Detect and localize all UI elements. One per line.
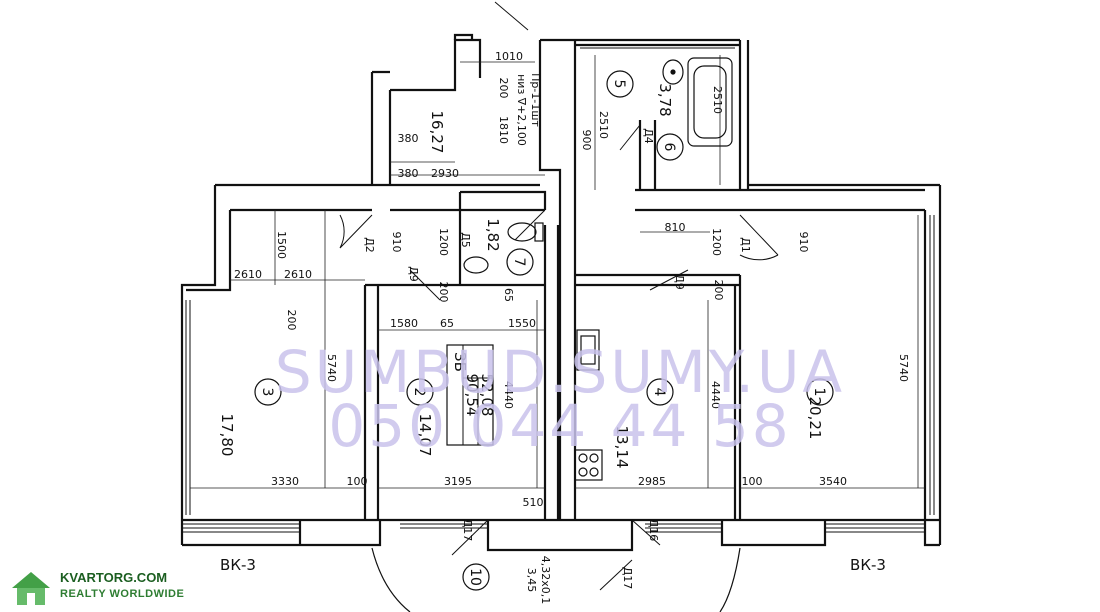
room-area-2: 14,07 <box>416 414 434 457</box>
summary-label: ЗБ <box>451 352 469 372</box>
logo-name: KVARTORG.COM <box>60 570 168 585</box>
balcony-height-line-2: 3,45 <box>525 568 538 593</box>
dim-100a: 100 <box>347 475 368 488</box>
dim-1550: 1550 <box>508 317 536 330</box>
sink-icon <box>662 59 684 85</box>
note-line-2: низ ∇+2,100 <box>515 74 528 146</box>
door-label-d17-bottom: Д17 <box>621 567 634 590</box>
dim-200d: 200 <box>712 280 725 301</box>
dim-200e: 200 <box>437 282 450 303</box>
dimension-lines <box>190 55 925 489</box>
dim-4440b: 4440 <box>709 381 722 409</box>
summary-living-area: 52,08 <box>478 374 496 417</box>
logo-tagline: REALTY WORLDWIDE <box>60 588 185 600</box>
dim-200c: 200 <box>285 310 298 331</box>
dim-65b: 65 <box>502 288 515 302</box>
room-number-10: 10 <box>467 568 483 586</box>
dim-1500: 1500 <box>275 231 288 259</box>
toilet-icon <box>463 222 544 274</box>
door-label-d5: Д5 <box>459 232 472 248</box>
dim-810: 810 <box>665 221 686 234</box>
dim-2930: 2930 <box>431 167 459 180</box>
room-number-6: 6 <box>661 143 677 152</box>
door-label-d2: Д2 <box>363 237 376 253</box>
dim-3540: 3540 <box>819 475 847 488</box>
area-summary-box: ЗБ 52,08 90,54 <box>446 344 496 446</box>
dim-2610: 2610 <box>284 268 312 281</box>
kitchen-sink-icon <box>576 329 600 371</box>
room-number-4: 4 <box>651 388 667 397</box>
dim-380a: 380 <box>398 132 419 145</box>
balcony-height-line-1: 4,32x0,1 <box>539 556 552 605</box>
room-area-1: 20,21 <box>806 397 824 440</box>
dim-2510a: 2510 <box>597 111 610 139</box>
room-area-7: 1,82 <box>484 218 502 251</box>
dim-4440a: 4440 <box>502 381 515 409</box>
dim-3330: 3330 <box>271 475 299 488</box>
dim-1580: 1580 <box>390 317 418 330</box>
dim-100b: 100 <box>742 475 763 488</box>
door-label-d9-left: Д9 <box>407 266 420 282</box>
balcony-label-right: ВК-3 <box>850 556 886 574</box>
dim-1810: 1810 <box>497 116 510 144</box>
dim-910a: 910 <box>390 232 403 253</box>
bathtub-icon <box>687 57 733 147</box>
room-area-5: 3,78 <box>656 83 674 116</box>
watermark-site: SUMBUD.SUMY.UA <box>275 338 845 406</box>
walls <box>180 33 942 552</box>
room-number-5: 5 <box>611 80 627 89</box>
dim-900: 900 <box>580 130 593 151</box>
dim-3195: 3195 <box>444 475 472 488</box>
room-number-1: 1 <box>811 388 827 397</box>
dim-200a: 2610 <box>234 268 262 281</box>
dim-910b: 910 <box>797 232 810 253</box>
balcony-label-left: ВК-3 <box>220 556 256 574</box>
door-label-d9-right: Д9 <box>673 274 686 290</box>
house-logo-icon <box>12 572 50 605</box>
room-number-7: 7 <box>511 258 527 267</box>
door-label-d16: Д16 <box>647 519 660 542</box>
door-swings <box>339 1 779 591</box>
dim-380b: 380 <box>398 167 419 180</box>
room-area-4: 13,14 <box>613 426 631 469</box>
dim-1200b: 1200 <box>710 228 723 256</box>
watermark-phone: 050 044 44 58 <box>328 392 791 460</box>
room-circles <box>254 70 834 591</box>
door-label-d1: Д1 <box>739 237 752 253</box>
note-line-1: Пр-1-1шт <box>529 73 542 127</box>
kvartorg-logo: KVARTORG.COM REALTY WORLDWIDE <box>8 568 188 608</box>
room-number-2: 2 <box>411 388 427 397</box>
dim-510: 510 <box>523 496 544 509</box>
corridor-area: 16,27 <box>428 111 446 154</box>
door-label-d4: Д4 <box>642 128 655 144</box>
room-area-3: 17,80 <box>218 414 236 457</box>
room-number-3: 3 <box>259 388 275 397</box>
stove-icon <box>574 449 603 481</box>
dim-200b: 200 <box>497 78 510 99</box>
dim-2510b: 2510 <box>711 86 724 114</box>
dim-5740a: 5740 <box>325 354 338 382</box>
balcony-outline <box>371 547 741 612</box>
dim-2985: 2985 <box>638 475 666 488</box>
door-label-d17-left: Д17 <box>461 519 474 542</box>
windows <box>182 47 935 533</box>
dim-65a: 65 <box>440 317 454 330</box>
dim-5740b: 5740 <box>897 354 910 382</box>
dim-1200a: 1200 <box>437 228 450 256</box>
summary-total-area: 90,54 <box>463 374 481 417</box>
dim-1010: 1010 <box>495 50 523 63</box>
